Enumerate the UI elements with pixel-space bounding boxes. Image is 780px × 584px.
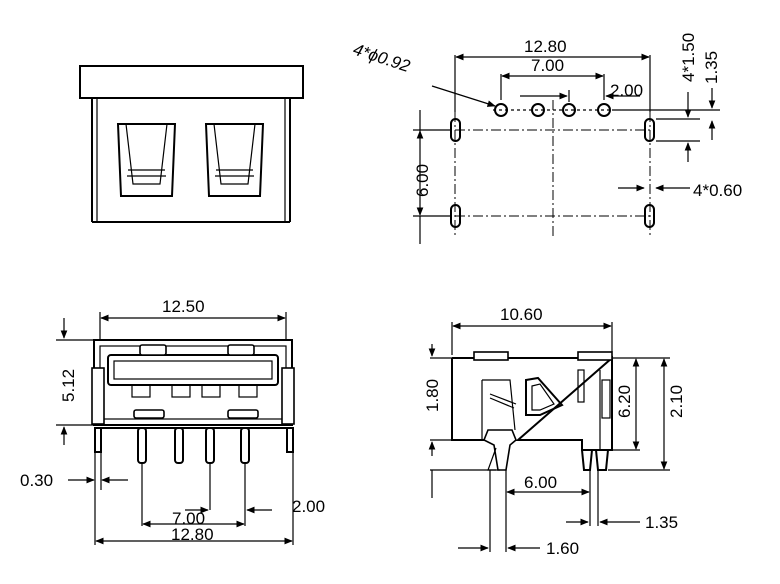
br-leg-spacing: 6.00: [524, 473, 557, 492]
side-elevation: [428, 322, 670, 552]
br-leg-width: 1.60: [546, 539, 579, 558]
bl-pin-span: 7.00: [172, 509, 205, 528]
tr-hole-diameter: 4*ϕ0.92: [351, 40, 413, 76]
br-total-height: 2.10: [667, 385, 686, 418]
tr-slot-spacing: 6.00: [413, 164, 432, 197]
bl-opening-height: 5.12: [59, 369, 78, 402]
bl-overall-width: 12.80: [171, 525, 214, 544]
br-left-height: 1.80: [423, 379, 442, 412]
tr-slot-length: 4*1.50: [679, 33, 698, 82]
tr-overall-width: 12.80: [524, 37, 567, 56]
bl-body-width: 12.50: [162, 297, 205, 316]
front-elevation: [56, 312, 295, 545]
tr-slot-offset: 1.35: [702, 51, 721, 84]
tr-slot-width: 4*0.60: [693, 181, 742, 200]
br-body-height: 6.20: [615, 385, 634, 418]
tr-pin-pitch: 2.00: [610, 81, 643, 100]
br-body-depth: 10.60: [500, 305, 543, 324]
tr-pin-span: 7.00: [531, 56, 564, 75]
bl-pin-thickness: 0.30: [20, 471, 53, 490]
br-leg-offset: 1.35: [645, 513, 678, 532]
front-view: [79, 65, 304, 223]
pcb-footprint: [413, 53, 720, 244]
bl-pin-pitch: 2.00: [292, 497, 325, 516]
